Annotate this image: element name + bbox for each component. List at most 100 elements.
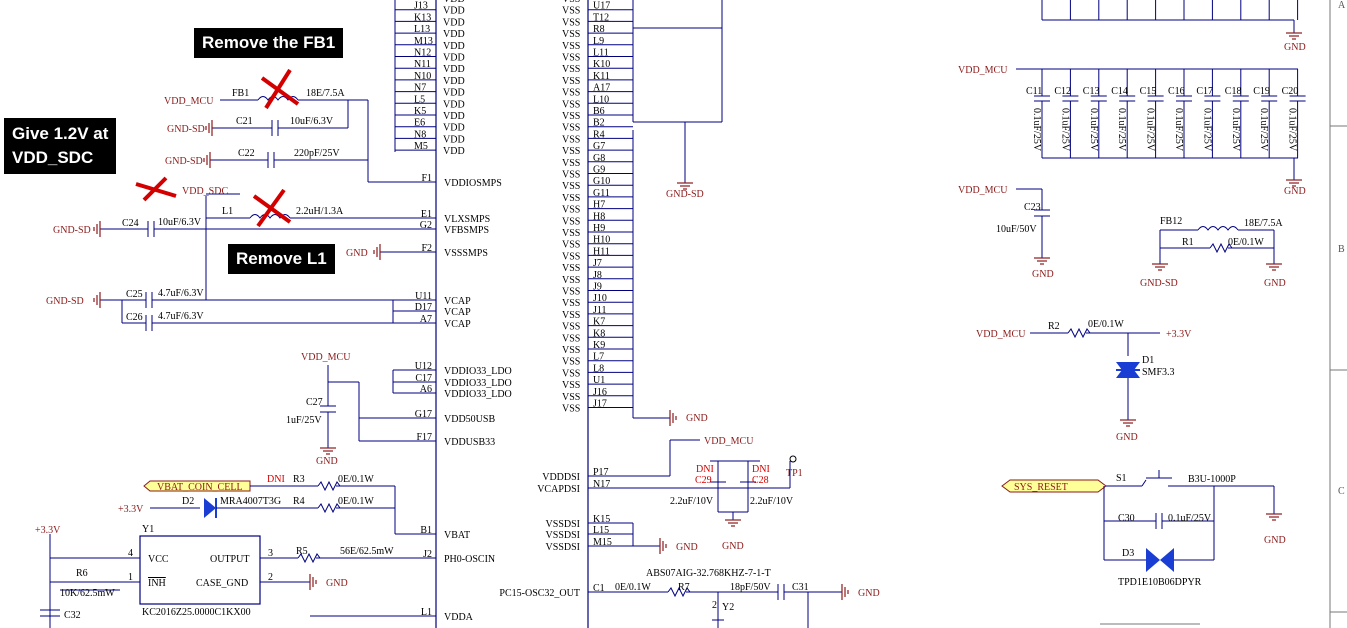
c28-value: 2.2uF/10V: [750, 496, 794, 507]
ic-vss-pin-name: VSS: [562, 368, 580, 379]
ic-mid-pin-num: U12: [415, 361, 432, 372]
ic-vdd-pin-num: J13: [414, 1, 428, 12]
c22-ref: C22: [238, 148, 255, 159]
ic-vss-pin-num: R8: [593, 24, 605, 35]
ic-mid-pin-name: VLXSMPS: [444, 214, 490, 225]
r2-ref: R2: [1048, 321, 1060, 332]
ic-mid-pin-num: D17: [415, 302, 432, 313]
ic-vss-pins: N16VSSU17VSST12VSSR8VSSL9VSSL11VSSK10VSS…: [562, 0, 633, 415]
c30-value: 0.1uF/25V: [1168, 513, 1212, 524]
ic-vss-pin-num: J16: [593, 387, 607, 398]
net-3v3-r2: +3.3V: [1166, 329, 1192, 340]
ic-vss-pin-num: H11: [593, 246, 610, 257]
ic-vdd-pin-name: VDD: [443, 134, 465, 145]
ground-icon: [320, 447, 336, 455]
y1-vcc: VCC: [148, 554, 169, 565]
ic-mid-pin-num: L1: [421, 607, 432, 618]
ground-icon: [1266, 513, 1282, 521]
tp1-testpoint: [789, 455, 797, 463]
y1-value: KC2016Z25.0000C1KX00: [142, 607, 251, 618]
ic-vdd-pin-name: VDD: [443, 0, 465, 5]
s1-value: B3U-1000P: [1188, 474, 1236, 485]
ic-dsi-pin-num: M15: [593, 537, 612, 548]
net-gnd-vsssmps: GND: [346, 248, 368, 259]
y1-pin1: 1: [128, 572, 133, 583]
ic-vss-pin-num: J7: [593, 258, 602, 269]
ic-vss-pin-name: VSS: [562, 357, 580, 368]
fb12-ref: FB12: [1160, 216, 1182, 227]
y1-pin2: 2: [268, 572, 273, 583]
ic-dsi-pin-num: N17: [593, 479, 610, 490]
cap-bank-value: 0.1uF/25V: [1201, 108, 1212, 152]
cap-bank-value: 0.1uF/25V: [1059, 108, 1070, 152]
ic-vdd-pin-num: M5: [414, 141, 428, 152]
d3-value: TPD1E10B06DPYR: [1118, 577, 1202, 588]
net-sys-reset: SYS_RESET: [1014, 482, 1068, 493]
ic-mid-pin-name: VCAP: [444, 296, 471, 307]
net-3v3-d2: +3.3V: [118, 504, 144, 515]
net-gnd-reset: GND: [1264, 535, 1286, 546]
net-gnd-sd-c24: GND-SD: [53, 225, 91, 236]
c29-value: 2.2uF/10V: [670, 496, 714, 507]
ic-vss-pin-name: VSS: [562, 298, 580, 309]
ic-vdd-pins: H13VDDJ13VDDK13VDDL13VDDM13VDDN12VDDN11V…: [395, 0, 465, 157]
ic-mid-pin-name: VDD50USB: [444, 414, 495, 425]
net-gnd-sd-c25: GND-SD: [46, 296, 84, 307]
net-gnd-dsi-cap: GND: [722, 541, 744, 552]
ic-vdd-pin-num: N10: [414, 71, 431, 82]
c29-ref: C29: [695, 475, 712, 486]
ground-icon: [841, 584, 849, 600]
c30-ref: C30: [1118, 513, 1135, 524]
net-vdd-mcu-usb: VDD_MCU: [301, 352, 351, 363]
border-letters: A B C: [1338, 0, 1346, 497]
ic-vss-pin-name: VSS: [562, 134, 580, 145]
y1-output: OUTPUT: [210, 554, 249, 565]
ic-vss-pin-name: VSS: [562, 146, 580, 157]
d3-esd-diode: [1146, 548, 1160, 572]
net-gnd-c23: GND: [1032, 269, 1054, 280]
c25-value: 4.7uF/6.3V: [158, 288, 204, 299]
y1-case-gnd: CASE_GND: [196, 578, 248, 589]
border-letter-b: B: [1338, 244, 1345, 255]
net-vbat-coin: VBAT_COIN_CELL: [157, 482, 243, 493]
ic-vdd-pin-num: K5: [414, 106, 426, 117]
ic-vdd-pin-num: N12: [414, 48, 431, 59]
fb1-remove-mark: [260, 68, 300, 110]
ic-mid-pin-name: VSSSMPS: [444, 248, 488, 259]
mcu-ic-body: [435, 0, 589, 628]
ic-vdd-pin-name: VDD: [443, 99, 465, 110]
ic-vss-pin-name: VSS: [562, 41, 580, 52]
net-gnd-sd-vss: GND-SD: [666, 189, 704, 200]
ic-vss-pin-num: H10: [593, 235, 610, 246]
ic-vss-pin-num: G10: [593, 176, 610, 187]
ground-icon: [659, 538, 667, 554]
r7-ref: R7: [678, 582, 690, 593]
c29-dni: DNI: [696, 464, 714, 475]
ic-vss-pin-num: L7: [593, 352, 604, 363]
y2-pin: 2: [712, 600, 717, 611]
ground-icon: [669, 410, 677, 426]
c28-dni: DNI: [752, 464, 770, 475]
cap-bank-ref: C17: [1196, 86, 1213, 97]
l1-remove-mark: [252, 188, 292, 228]
net-gnd-c31: GND: [858, 588, 880, 599]
ic-vss-pin-num: G11: [593, 188, 610, 199]
ic-vss-pin-name: VSS: [562, 205, 580, 216]
net-gnd-vssdsi: GND: [676, 542, 698, 553]
ground-icon: [373, 244, 381, 260]
y2-value: ABS07AIG-32.768KHZ-7-1-T: [646, 568, 771, 579]
d1-ref: D1: [1142, 355, 1154, 366]
ic-vss-pin-name: VSS: [562, 333, 580, 344]
ic-vdd-pin-num: L13: [414, 24, 430, 35]
r7-value: 0E/0.1W: [615, 582, 651, 593]
ic-vss-pin-name: VSS: [562, 123, 580, 134]
ic-dsi-pin-name: VSSDSI: [546, 542, 580, 553]
ic-mid-pin-name: PH0-OSCIN: [444, 554, 495, 565]
ic-mid-pin-num: U11: [415, 291, 432, 302]
net-gnd-bank-top: GND: [1284, 42, 1306, 53]
ground-icon: [1266, 263, 1282, 271]
c26-ref: C26: [126, 312, 143, 323]
cap-bank-ref: C13: [1083, 86, 1100, 97]
ic-vss-pin-num: U17: [593, 1, 610, 12]
